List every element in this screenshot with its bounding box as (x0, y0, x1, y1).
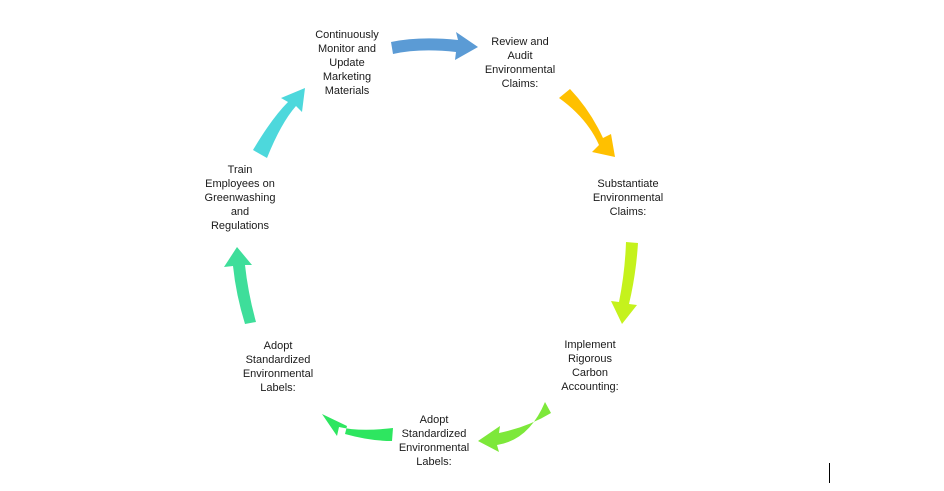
node-substantiate-claims: Substantiate Environmental Claims: (592, 178, 664, 218)
arrow-implement-to-adopt (478, 402, 551, 452)
arrow-substantiate-to-implement (611, 242, 638, 324)
node-review-audit-claims: Review and Audit Environmental Claims: (484, 36, 556, 90)
arrow-adopt-to-train (224, 247, 256, 324)
node-train-employees: Train Employees on Greenwashing and Regu… (204, 164, 276, 232)
text-cursor (829, 463, 830, 483)
arrow-train-to-monitor (253, 88, 305, 158)
node-implement-carbon-accounting: Implement Rigorous Carbon Accounting: (561, 339, 619, 393)
arrow-adopt-to-adopt (322, 414, 393, 441)
node-adopt-standardized-labels-left: Adopt Standardized Environmental Labels: (242, 340, 314, 394)
arrow-monitor-to-review (391, 32, 478, 60)
arrow-review-to-substantiate (559, 89, 615, 157)
node-monitor-update-materials: Continuously Monitor and Update Marketin… (315, 29, 379, 97)
node-adopt-standardized-labels-bottom: Adopt Standardized Environmental Labels: (398, 414, 470, 468)
